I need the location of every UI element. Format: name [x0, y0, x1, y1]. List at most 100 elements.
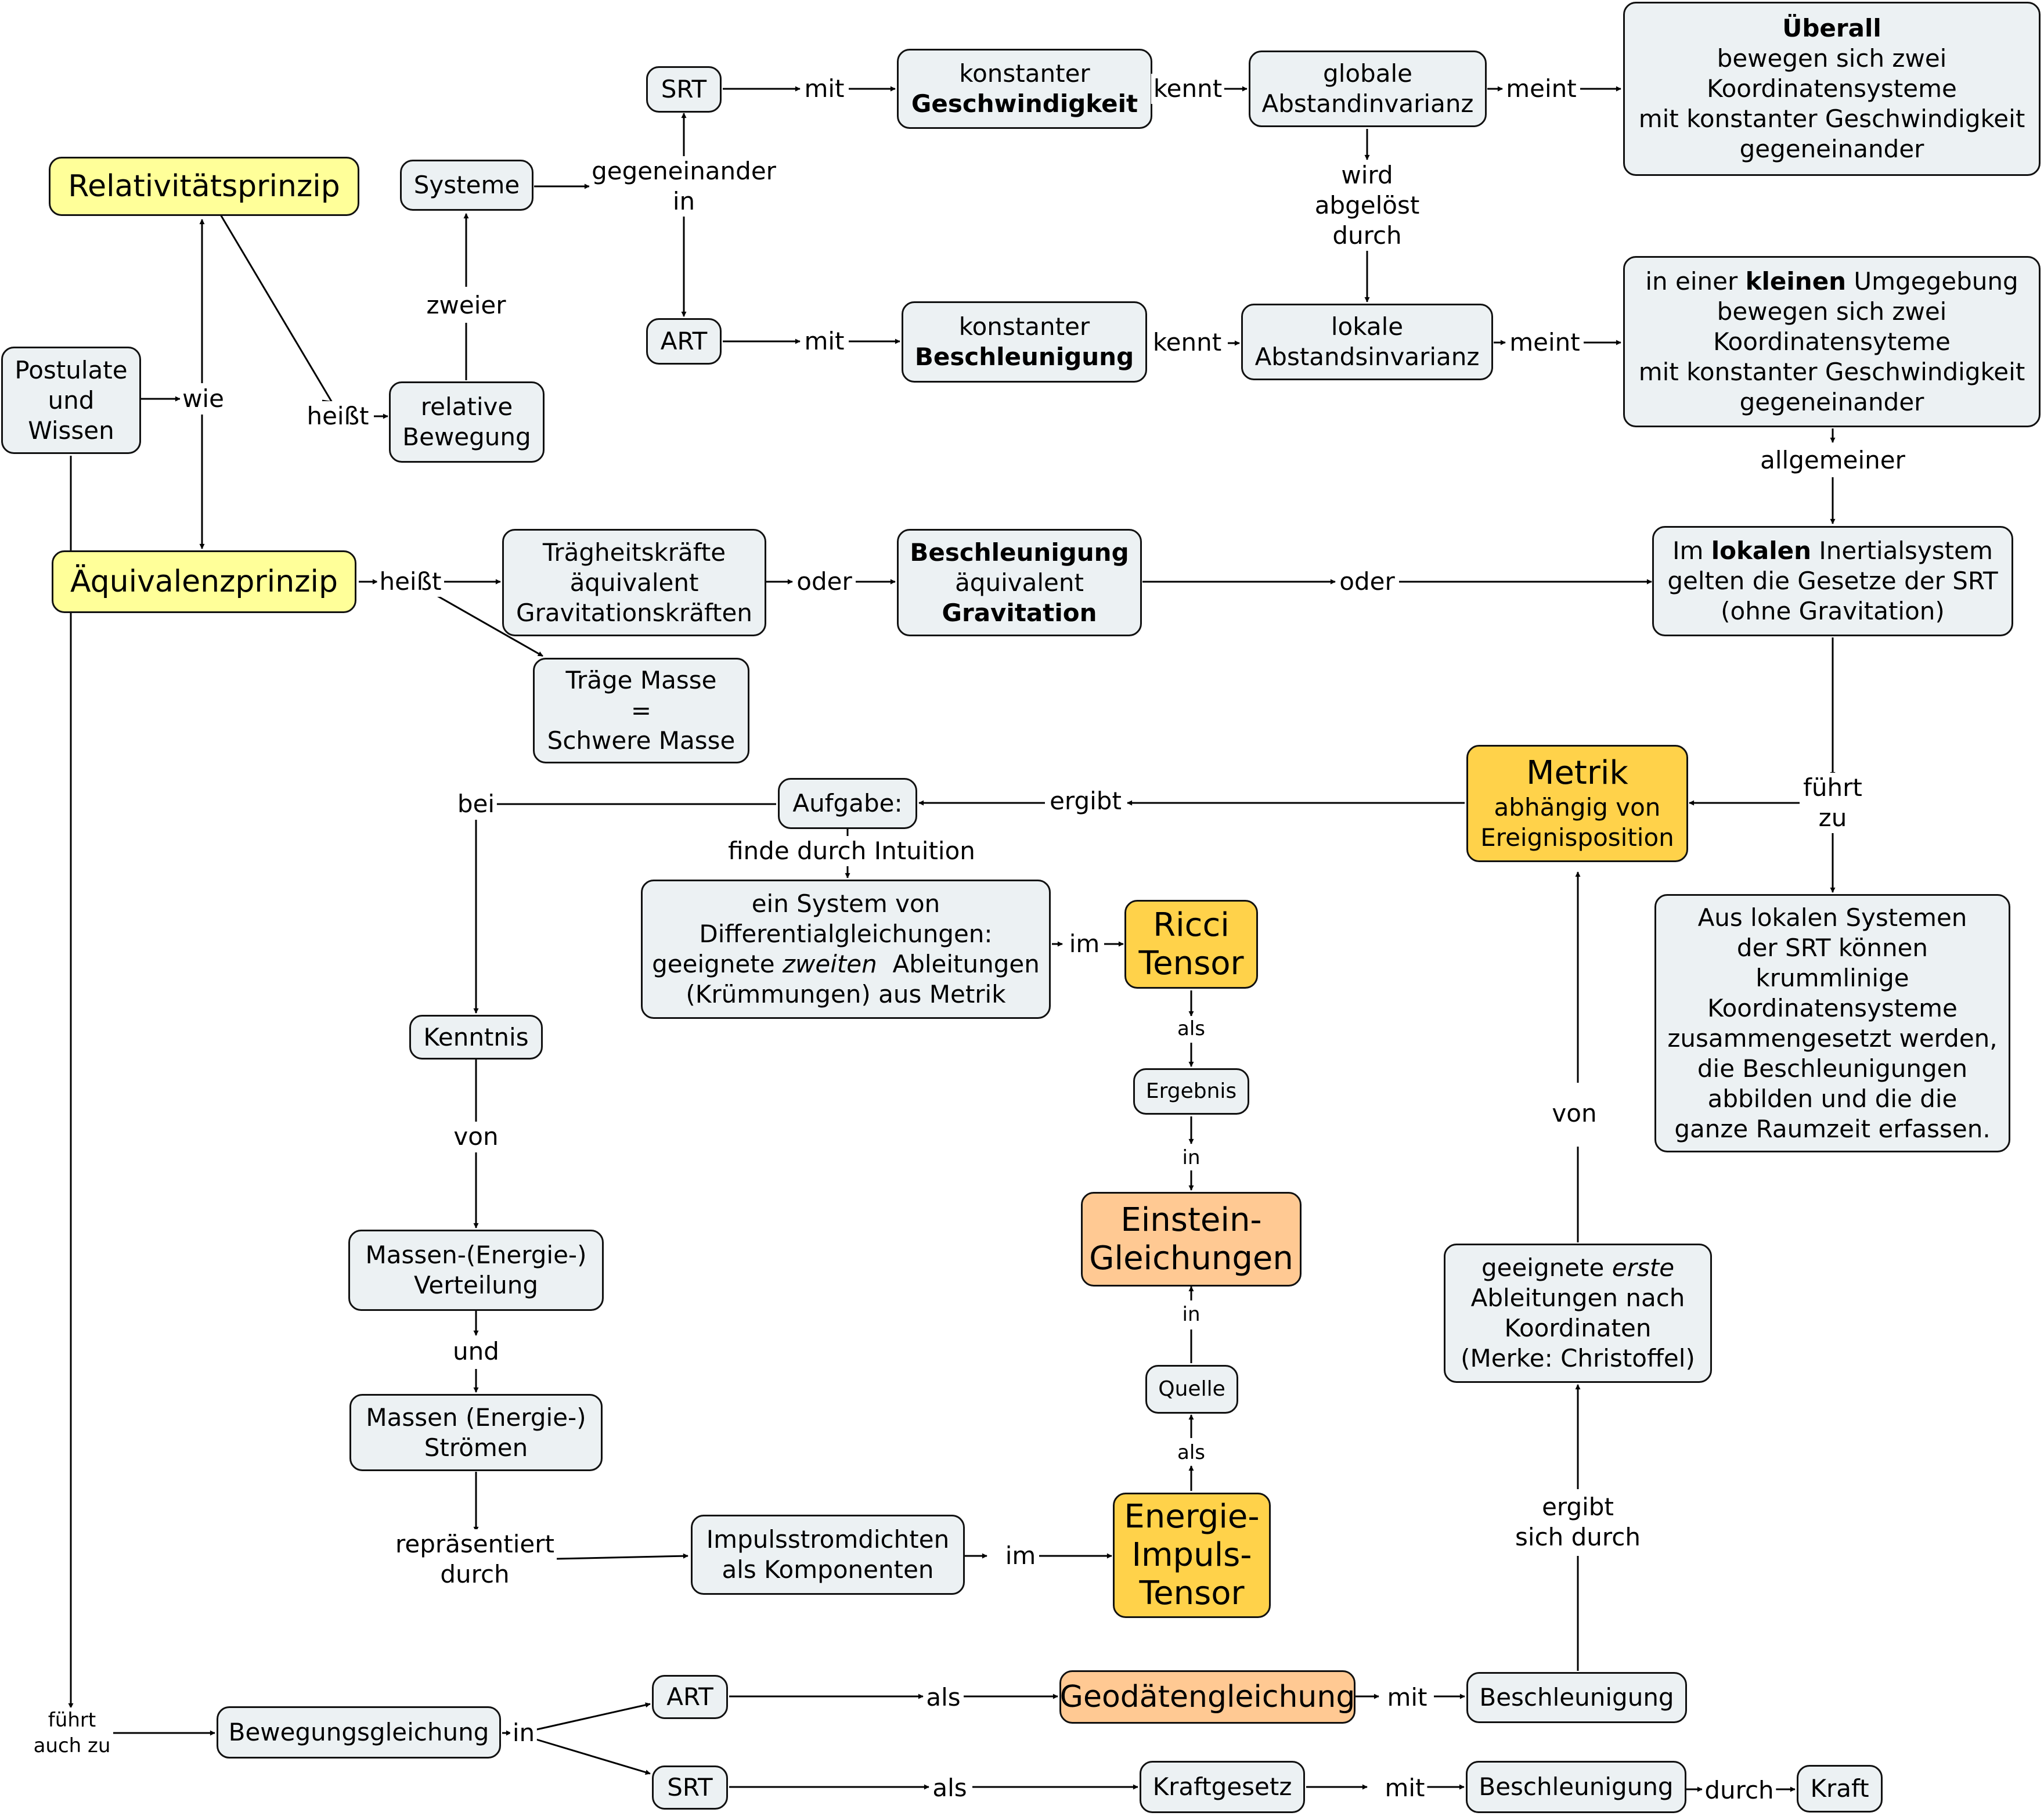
node-kleine-umgebung[interactable]: in einer kleinen Umgegebung bewegen sich…: [1623, 256, 2041, 427]
node-label-line: gegeneinander: [1739, 387, 1924, 416]
node-label-line: Überall: [1782, 14, 1881, 42]
node-label-line: Wissen: [28, 416, 114, 445]
text-fragment: Ableitungen: [877, 950, 1040, 978]
node-srt-top[interactable]: SRT: [646, 66, 722, 113]
node-beschleunigung-srt[interactable]: Beschleunigung: [1466, 1761, 1686, 1813]
link-wird-abgeloest-durch: wird abgelöst durch: [1312, 160, 1422, 251]
node-lokales-inertialsystem[interactable]: Im lokalen Inertialsystem gelten die Ges…: [1652, 526, 2013, 636]
link-als-kraftgesetz: als: [930, 1773, 969, 1803]
node-label-line: gelten die Gesetze der SRT: [1667, 567, 1998, 595]
node-postulate-und-wissen[interactable]: Postulate und Wissen: [1, 347, 141, 454]
node-label-line: mit konstanter Geschwindigkeit: [1638, 357, 2025, 386]
node-massen-stroemen[interactable]: Massen (Energie-) Strömen: [349, 1394, 603, 1471]
link-text: als: [1177, 1017, 1205, 1040]
node-label-line: Gravitationskräften: [516, 598, 752, 627]
node-label-line: Im lokalen Inertialsystem: [1672, 536, 1993, 566]
node-label-line: Tensor: [1139, 1574, 1245, 1612]
node-traege-schwere-masse[interactable]: Träge Masse = Schwere Masse: [533, 658, 749, 763]
node-label-line: in einer kleinen Umgegebung: [1645, 266, 2018, 297]
node-beschleunigung-gravitation[interactable]: Beschleunigung äquivalent Gravitation: [897, 529, 1142, 636]
node-label-line: Geschwindigkeit: [911, 89, 1138, 118]
node-label-line: Koordinatensysteme: [1707, 993, 1958, 1022]
node-label-line: und: [48, 385, 95, 415]
link-oder-1: oder: [794, 567, 855, 597]
link-text: heißt: [379, 567, 442, 596]
text-fragment: Inertialsystem: [1811, 536, 1993, 565]
node-ergebnis[interactable]: Ergebnis: [1133, 1068, 1249, 1115]
node-label-line: äquivalent: [955, 568, 1084, 597]
link-text: in: [1182, 1303, 1201, 1326]
node-kenntnis[interactable]: Kenntnis: [409, 1015, 543, 1060]
link-kennt-global: kennt: [1151, 74, 1225, 104]
link-text: mit: [1387, 1683, 1427, 1711]
link-text: bei: [457, 790, 495, 818]
node-quelle[interactable]: Quelle: [1145, 1365, 1238, 1414]
link-text: in: [512, 1718, 535, 1747]
node-differentialgleichungen[interactable]: ein System von Differentialgleichungen: …: [641, 880, 1051, 1019]
link-text: führt: [48, 1709, 96, 1732]
link-text: auch zu: [33, 1734, 111, 1757]
link-text: mit: [804, 74, 845, 103]
node-art-bottom[interactable]: ART: [652, 1675, 728, 1719]
node-label-line: Trägheitskräfte: [542, 538, 726, 567]
link-heisst-aequivalenz: heißt: [377, 567, 444, 597]
node-systeme[interactable]: Systeme: [400, 160, 533, 211]
node-relative-bewegung[interactable]: relative Bewegung: [389, 381, 545, 463]
link-und: und: [450, 1336, 502, 1367]
node-label: Beschleunigung: [1479, 1683, 1674, 1711]
link-mit-art: mit: [802, 326, 847, 356]
node-einstein-gleichungen[interactable]: Einstein- Gleichungen: [1081, 1192, 1302, 1287]
node-aequivalenzprinzip[interactable]: Äquivalenzprinzip: [52, 550, 356, 613]
node-massen-verteilung[interactable]: Massen-(Energie-) Verteilung: [348, 1230, 604, 1311]
text-fragment: geeignete: [652, 950, 783, 978]
node-kraft[interactable]: Kraft: [1797, 1765, 1883, 1813]
link-text: von: [453, 1122, 499, 1151]
node-konstanter-geschwindigkeit[interactable]: konstanter Geschwindigkeit: [897, 49, 1152, 129]
node-energie-impuls-tensor[interactable]: Energie- Impuls- Tensor: [1113, 1493, 1271, 1618]
node-srt-bottom[interactable]: SRT: [652, 1765, 728, 1810]
node-erste-ableitungen[interactable]: geeignete erste Ableitungen nach Koordin…: [1444, 1244, 1712, 1383]
link-text: führt: [1803, 773, 1862, 802]
link-text: zu: [1818, 803, 1847, 832]
text-fragment: in einer: [1645, 266, 1746, 296]
link-text: wie: [182, 384, 224, 413]
link-text: im: [1069, 929, 1100, 958]
link-in-einstein-bottom: in: [1180, 1302, 1203, 1327]
link-text: heißt: [307, 402, 369, 430]
node-traegheitskraefte[interactable]: Trägheitskräfte äquivalent Gravitationsk…: [502, 529, 766, 636]
node-label-line: bewegen sich zwei: [1717, 297, 1947, 326]
node-bewegungsgleichung[interactable]: Bewegungsgleichung: [217, 1706, 501, 1759]
node-label-line: Strömen: [424, 1433, 528, 1462]
node-aufgabe[interactable]: Aufgabe:: [778, 778, 917, 829]
node-label-line: Ereignisposition: [1480, 823, 1674, 852]
node-beschleunigung-art[interactable]: Beschleunigung: [1466, 1672, 1687, 1723]
node-art-top[interactable]: ART: [646, 318, 722, 365]
node-label-line: (Krümmungen) aus Metrik: [686, 980, 1006, 1008]
node-geodaetengleichung[interactable]: Geodätengleichung: [1059, 1670, 1356, 1724]
node-label-line: Gleichungen: [1089, 1239, 1293, 1277]
node-label-line: geeignete zweiten Ableitungen: [652, 949, 1040, 979]
node-lokale-abstandsinvarianz[interactable]: lokale Abstandsinvarianz: [1241, 304, 1493, 380]
node-konstanter-beschleunigung[interactable]: konstanter Beschleunigung: [902, 301, 1147, 383]
text-fragment-italic: zweiten: [782, 950, 877, 978]
text-fragment-bold: lokalen: [1711, 536, 1812, 565]
link-text: kennt: [1152, 328, 1222, 356]
node-impulsstromdichten[interactable]: Impulsstromdichten als Komponenten: [691, 1515, 965, 1595]
link-text: durch: [440, 1560, 510, 1588]
link-mit-kraftgesetz: mit: [1382, 1773, 1427, 1803]
node-kraftgesetz[interactable]: Kraftgesetz: [1140, 1761, 1305, 1813]
node-ricci-tensor[interactable]: Ricci Tensor: [1124, 900, 1258, 989]
link-im-ricci: im: [1066, 929, 1102, 959]
node-globale-abstandinvarianz[interactable]: globale Abstandinvarianz: [1249, 51, 1487, 127]
node-label-line: (ohne Gravitation): [1721, 597, 1945, 625]
node-lokale-systeme-zusammensetzen[interactable]: Aus lokalen Systemen der SRT können krum…: [1654, 894, 2010, 1152]
node-label-line: Impuls-: [1131, 1536, 1252, 1574]
link-text: durch: [1704, 1776, 1774, 1804]
node-relativitaetsprinzip[interactable]: Relativitätsprinzip: [49, 157, 359, 216]
node-metrik[interactable]: Metrik abhängig von Ereignisposition: [1466, 745, 1688, 862]
text-fragment-italic: erste: [1612, 1253, 1675, 1282]
link-text: in: [672, 187, 695, 215]
node-ueberall[interactable]: Überall bewegen sich zwei Koordinatensys…: [1623, 2, 2041, 176]
node-label: Beschleunigung: [1479, 1772, 1674, 1801]
